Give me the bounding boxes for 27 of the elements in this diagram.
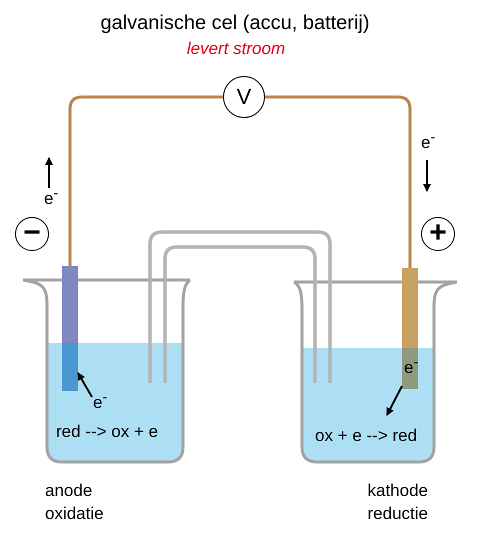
electrode (62, 266, 78, 391)
beaker-caption: reductie (368, 504, 428, 524)
beaker-caption: anode (45, 481, 92, 501)
beaker-caption: kathode (368, 481, 428, 501)
arrow (386, 386, 403, 416)
meter-letter: V (236, 86, 252, 108)
arrow (77, 372, 93, 398)
electron-label: e$^{-}$ (404, 358, 418, 378)
beaker (292, 280, 459, 465)
beaker (20, 278, 193, 465)
wire (68, 96, 223, 266)
diagram-title: galvanische cel (accu, batterij) (100, 12, 370, 35)
reaction-equation: red --> ox + e (56, 422, 158, 442)
reaction-equation: ox + e --> red (315, 426, 418, 446)
electron-label: e$^{-}$ (421, 133, 436, 153)
voltmeter (223, 76, 265, 118)
electrode (402, 268, 418, 389)
polarity-marker (15, 217, 49, 251)
polarity-marker (421, 217, 455, 251)
salt-bridge (148, 230, 332, 385)
wire (265, 96, 412, 268)
beaker-caption: oxidatie (45, 504, 104, 524)
polarity-sign: + (429, 218, 447, 248)
polarity-sign: − (23, 218, 41, 248)
electron-label: e$^{-}$ (93, 393, 108, 413)
electron-label: e$^{-}$ (44, 189, 58, 209)
subtitle: levert stroom (186, 39, 286, 59)
